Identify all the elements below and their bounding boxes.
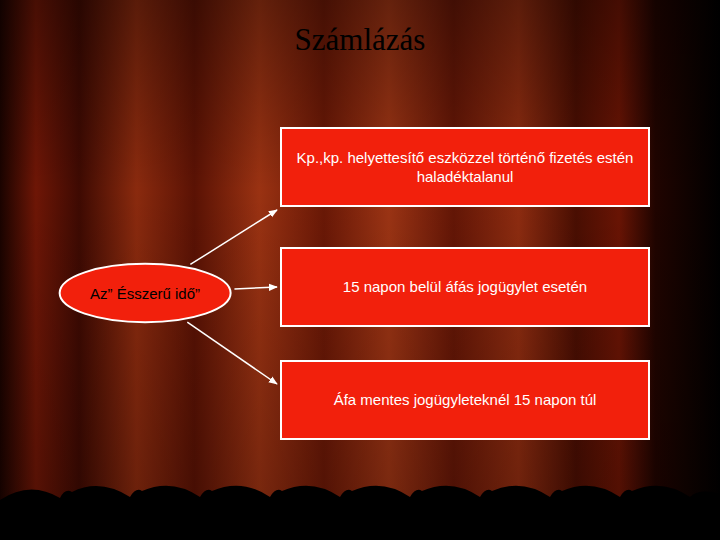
rule-box: Kp.,kp. helyettesítő eszközzel történő f…	[280, 127, 650, 207]
node-text: 15 napon belül áfás jogügylet esetén	[329, 267, 601, 307]
curtain-valance	[0, 486, 720, 540]
node-text: Az” Ésszerű idő”	[90, 285, 200, 302]
rule-box: 15 napon belül áfás jogügylet esetén	[280, 247, 650, 327]
arrow-connector	[187, 322, 277, 384]
arrow-connector	[190, 210, 277, 264]
node-text: Áfa mentes jogügyleteknél 15 napon túl	[320, 380, 611, 420]
rule-box: Áfa mentes jogügyleteknél 15 napon túl	[280, 360, 650, 440]
start-ellipse: Az” Ésszerű idő”	[57, 262, 233, 324]
arrow-connector	[234, 287, 277, 289]
slide-title: Számlázás	[0, 22, 720, 58]
node-text: Kp.,kp. helyettesítő eszközzel történő f…	[282, 138, 648, 197]
